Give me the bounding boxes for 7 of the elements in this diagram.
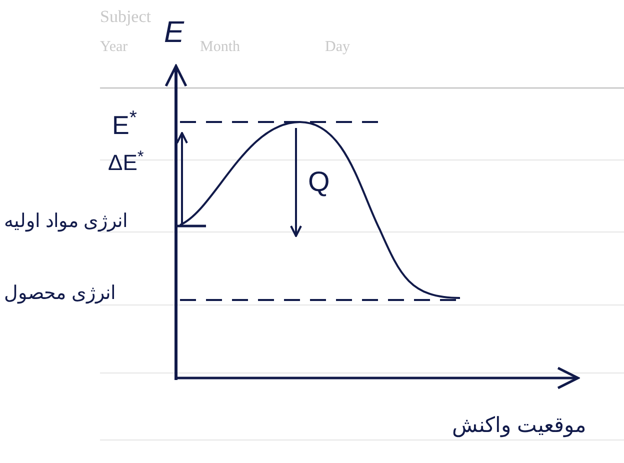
energy-level-label: Q: [308, 168, 330, 196]
axis-label: موقعیت واکنش: [452, 415, 586, 436]
energy-level-label: انرژی مواد اولیه: [4, 212, 128, 231]
energy-level-label: انرژی محصول: [4, 284, 116, 303]
energy-level-label: ΔE$^{*}$: [108, 152, 144, 174]
axis-label: E: [164, 18, 184, 48]
energy-level-label: E$^{*}$: [112, 112, 137, 138]
